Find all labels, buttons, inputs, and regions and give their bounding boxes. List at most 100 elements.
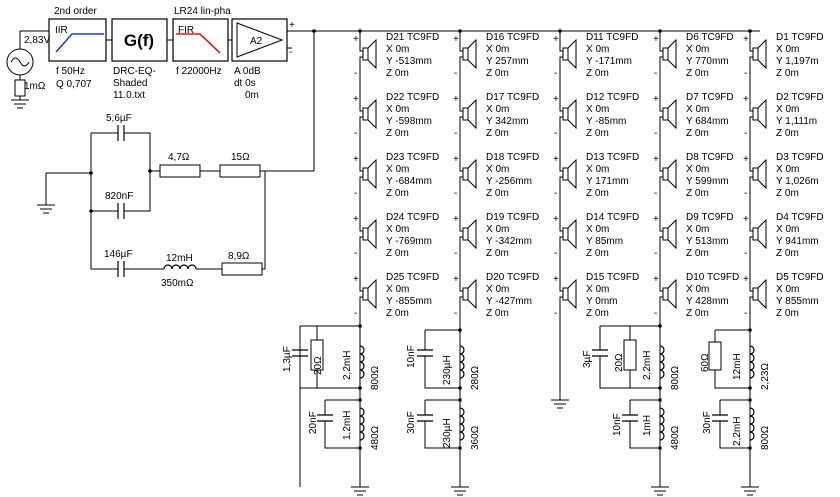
speaker-driver[interactable] bbox=[359, 215, 377, 253]
speaker-driver[interactable] bbox=[749, 35, 767, 73]
speaker-driver[interactable] bbox=[559, 275, 577, 313]
speaker-driver[interactable] bbox=[359, 95, 377, 133]
voltage-source[interactable] bbox=[6, 48, 34, 76]
zobel-l1-label: 12mH bbox=[166, 253, 193, 264]
driver-x: X 0m bbox=[776, 44, 799, 55]
iir-q-factor: Q 0,707 bbox=[56, 79, 92, 90]
net5-capacitor-2[interactable] bbox=[712, 414, 728, 422]
speaker-driver[interactable] bbox=[359, 155, 377, 193]
speaker-driver[interactable] bbox=[459, 275, 477, 313]
speaker-driver[interactable] bbox=[559, 95, 577, 133]
polarity-plus: + bbox=[453, 94, 459, 105]
driver-z: Z 0m bbox=[586, 248, 609, 259]
driver-y: Y 342mm bbox=[486, 116, 529, 127]
speaker-driver[interactable] bbox=[749, 275, 767, 313]
driver-z: Z 0m bbox=[586, 128, 609, 139]
polarity-minus: - bbox=[554, 128, 557, 139]
driver-name: D13 TC9FD bbox=[586, 152, 639, 163]
driver-name: D24 TC9FD bbox=[386, 212, 439, 223]
polarity-plus: + bbox=[453, 154, 459, 165]
amplifier-block[interactable] bbox=[231, 18, 288, 62]
net2-capacitor-2[interactable] bbox=[417, 414, 433, 422]
net5-inductor-1[interactable] bbox=[749, 345, 755, 379]
speaker-driver[interactable] bbox=[659, 155, 677, 193]
zobel-capacitor-1[interactable] bbox=[112, 125, 130, 141]
net5-l1-label: 12mH bbox=[732, 353, 743, 380]
driver-z: Z 0m bbox=[486, 128, 509, 139]
speaker-driver[interactable] bbox=[659, 275, 677, 313]
speaker-driver[interactable] bbox=[359, 35, 377, 73]
driver-name: D18 TC9FD bbox=[486, 152, 539, 163]
net5-inductor-2[interactable] bbox=[749, 407, 755, 441]
net1-resistor[interactable] bbox=[310, 339, 324, 371]
speaker-driver[interactable] bbox=[459, 155, 477, 193]
net1-c1-label: 1,3µF bbox=[282, 346, 293, 372]
net1-capacitor-2[interactable] bbox=[317, 414, 333, 422]
polarity-minus: - bbox=[744, 68, 747, 79]
driver-y: Y -769mm bbox=[386, 236, 432, 247]
driver-z: Z 0m bbox=[686, 128, 709, 139]
net2-capacitor-1[interactable] bbox=[417, 349, 433, 357]
driver-z: Z 0m bbox=[486, 308, 509, 319]
speaker-driver[interactable] bbox=[749, 95, 767, 133]
net1-inductor-2[interactable] bbox=[359, 407, 365, 441]
driver-z: Z 0m bbox=[686, 188, 709, 199]
driver-name: D5 TC9FD bbox=[776, 272, 824, 283]
driver-y: Y -256mm bbox=[486, 176, 532, 187]
net4-capacitor-2[interactable] bbox=[622, 414, 638, 422]
driver-name: D20 TC9FD bbox=[486, 272, 539, 283]
polarity-plus: + bbox=[553, 34, 559, 45]
zobel-capacitor-2[interactable] bbox=[112, 203, 130, 219]
polarity-plus: + bbox=[553, 214, 559, 225]
zobel-capacitor-3[interactable] bbox=[112, 261, 130, 277]
net2-inductor-2[interactable] bbox=[459, 407, 465, 441]
speaker-driver[interactable] bbox=[459, 95, 477, 133]
net4-capacitor-1[interactable] bbox=[592, 326, 630, 389]
speaker-driver[interactable] bbox=[659, 215, 677, 253]
driver-name: D19 TC9FD bbox=[486, 212, 539, 223]
amplifier-delay: dt 0s bbox=[234, 78, 256, 89]
speaker-driver[interactable] bbox=[559, 35, 577, 73]
driver-y: Y -171mm bbox=[586, 56, 632, 67]
net1-inductor-1[interactable] bbox=[359, 345, 365, 379]
driver-y: Y -855mm bbox=[386, 296, 432, 307]
eq-file-line1: DRC-EQ- bbox=[113, 66, 156, 77]
driver-name: D2 TC9FD bbox=[776, 92, 824, 103]
driver-z: Z 0m bbox=[686, 68, 709, 79]
zobel-resistor-3[interactable] bbox=[221, 262, 263, 276]
speaker-driver[interactable] bbox=[359, 275, 377, 313]
polarity-plus: + bbox=[653, 154, 659, 165]
speaker-driver[interactable] bbox=[559, 215, 577, 253]
driver-z: Z 0m bbox=[776, 248, 799, 259]
speaker-driver[interactable] bbox=[459, 35, 477, 73]
driver-y: Y 171mm bbox=[586, 176, 629, 187]
polarity-minus: - bbox=[744, 308, 747, 319]
net5-resistor[interactable] bbox=[708, 341, 722, 371]
zobel-resistor-1[interactable] bbox=[159, 164, 201, 178]
speaker-driver[interactable] bbox=[459, 215, 477, 253]
driver-x: X 0m bbox=[486, 224, 509, 235]
net1-capacitor-1[interactable] bbox=[292, 326, 317, 389]
polarity-plus: + bbox=[743, 274, 749, 285]
speaker-driver[interactable] bbox=[749, 155, 767, 193]
polarity-minus: - bbox=[454, 188, 457, 199]
amplifier-gain: A 0dB bbox=[234, 66, 261, 77]
net2-l1r-label: 280Ω bbox=[470, 365, 481, 390]
speaker-driver[interactable] bbox=[659, 35, 677, 73]
net4-resistor[interactable] bbox=[623, 339, 637, 371]
driver-name: D12 TC9FD bbox=[586, 92, 639, 103]
iir-tag: IIR bbox=[55, 25, 68, 36]
speaker-driver[interactable] bbox=[559, 155, 577, 193]
zobel-inductor[interactable] bbox=[145, 264, 222, 270]
net4-c2-label: 10nF bbox=[612, 413, 623, 436]
driver-name: D15 TC9FD bbox=[586, 272, 639, 283]
speaker-driver[interactable] bbox=[749, 215, 767, 253]
net5-r1-label: 60Ω bbox=[700, 353, 711, 372]
speaker-driver[interactable] bbox=[659, 95, 677, 133]
net4-inductor-2[interactable] bbox=[659, 407, 665, 441]
net4-inductor-1[interactable] bbox=[659, 345, 665, 379]
polarity-plus: + bbox=[353, 94, 359, 105]
zobel-resistor-2[interactable] bbox=[219, 164, 261, 178]
net2-l2r-label: 360Ω bbox=[470, 425, 481, 450]
net2-inductor-1[interactable] bbox=[459, 345, 465, 379]
